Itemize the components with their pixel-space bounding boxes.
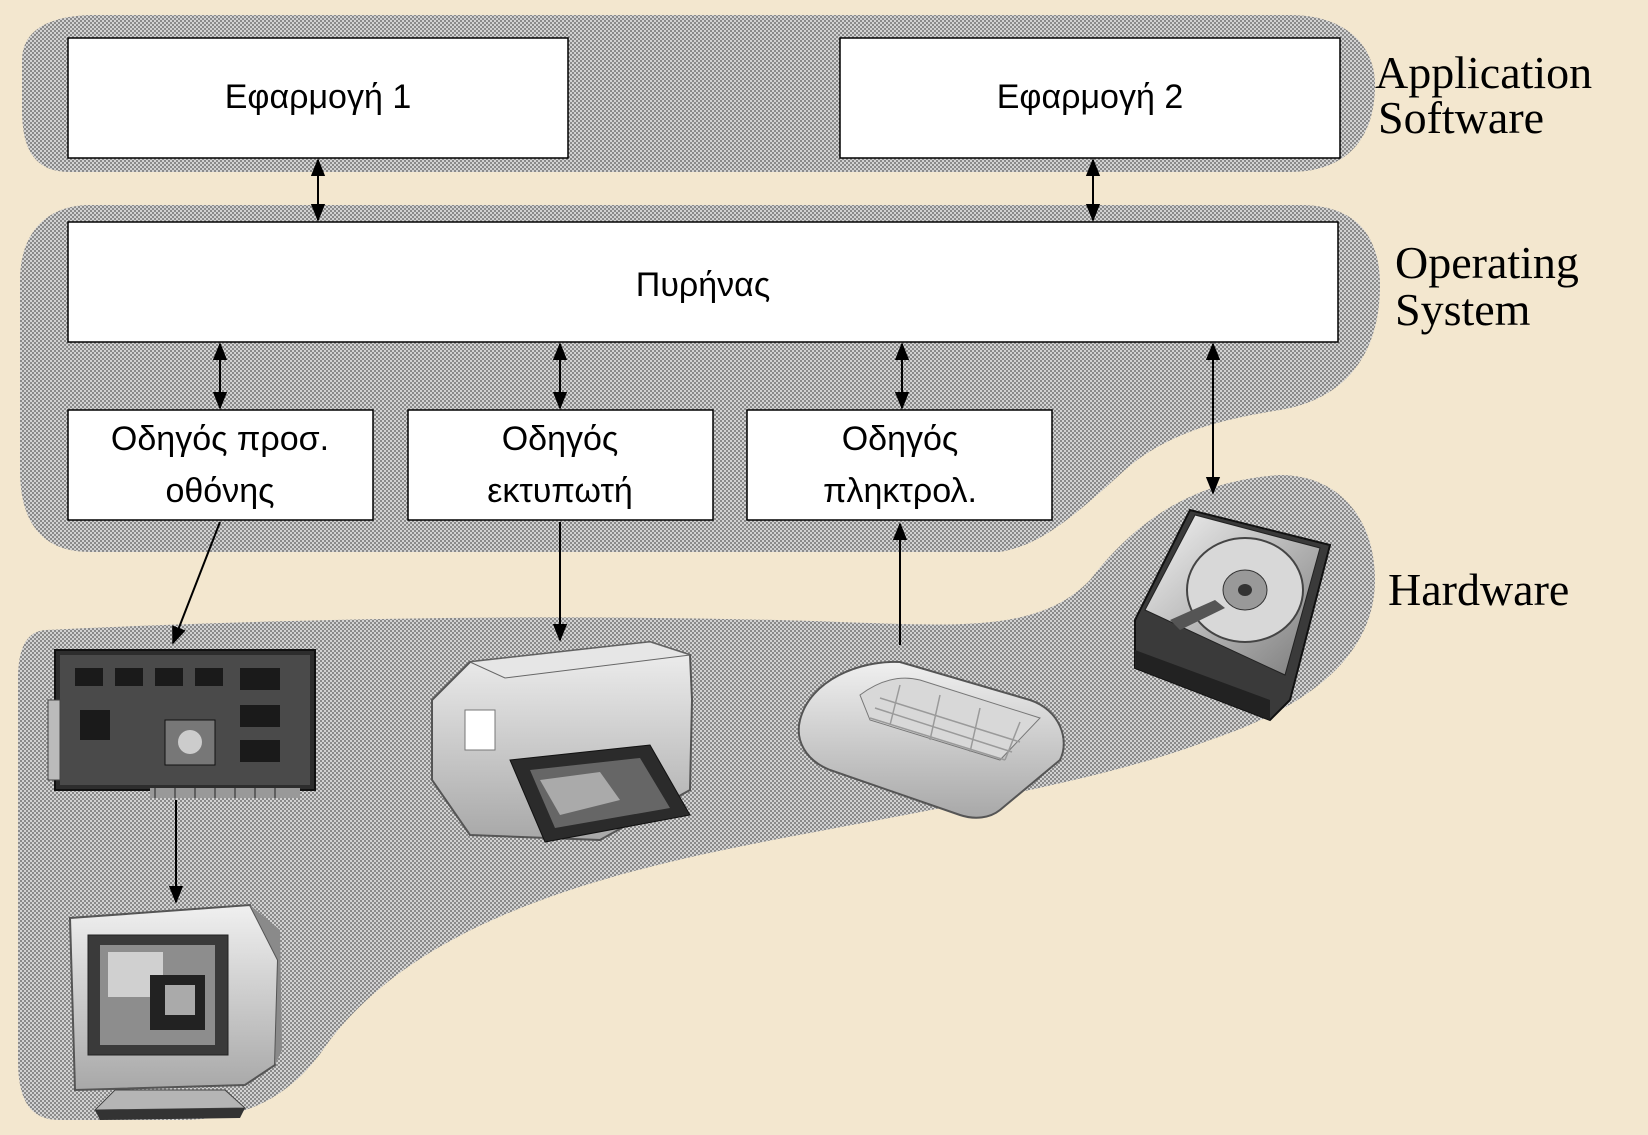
printer-icon: [431, 640, 694, 843]
application-software-label-line2: Software: [1378, 92, 1544, 143]
printer-driver-label-line2: εκτυπωτή: [487, 472, 633, 510]
monitor-icon: [68, 903, 282, 1120]
operating-system-label-line2: System: [1395, 284, 1531, 335]
graphics-card-icon: [47, 649, 316, 798]
display-driver-label-line1: Οδηγός προσ.: [111, 420, 329, 458]
display-driver-label-line2: οθόνης: [165, 472, 274, 510]
application-2-box: [839, 37, 1341, 159]
arrow-display-driver-graphics-card: [172, 521, 221, 645]
hardware-layer-region: [18, 475, 1375, 1120]
keyboard-icon: [797, 660, 1065, 819]
hard-disk-icon: [1134, 508, 1332, 722]
keyboard-driver-box: [746, 409, 1053, 521]
printer-driver-box: [407, 409, 714, 521]
application-software-label-line1: Application: [1375, 47, 1592, 98]
operating-system-label-line1: Operating: [1395, 237, 1579, 288]
display-driver-box: [67, 409, 374, 521]
hardware-label: Hardware: [1388, 564, 1569, 615]
printer-driver-label-line1: Οδηγός: [502, 420, 619, 458]
kernel-label: Πυρήνας: [636, 266, 770, 304]
kernel-box: [67, 221, 1339, 343]
application-1-box: [67, 37, 569, 159]
keyboard-driver-label-line2: πληκτρολ.: [823, 472, 977, 510]
application-2-label: Εφαρμογή 2: [997, 78, 1184, 116]
keyboard-driver-label-line1: Οδηγός: [842, 420, 959, 458]
application-1-label: Εφαρμογή 1: [225, 78, 412, 116]
